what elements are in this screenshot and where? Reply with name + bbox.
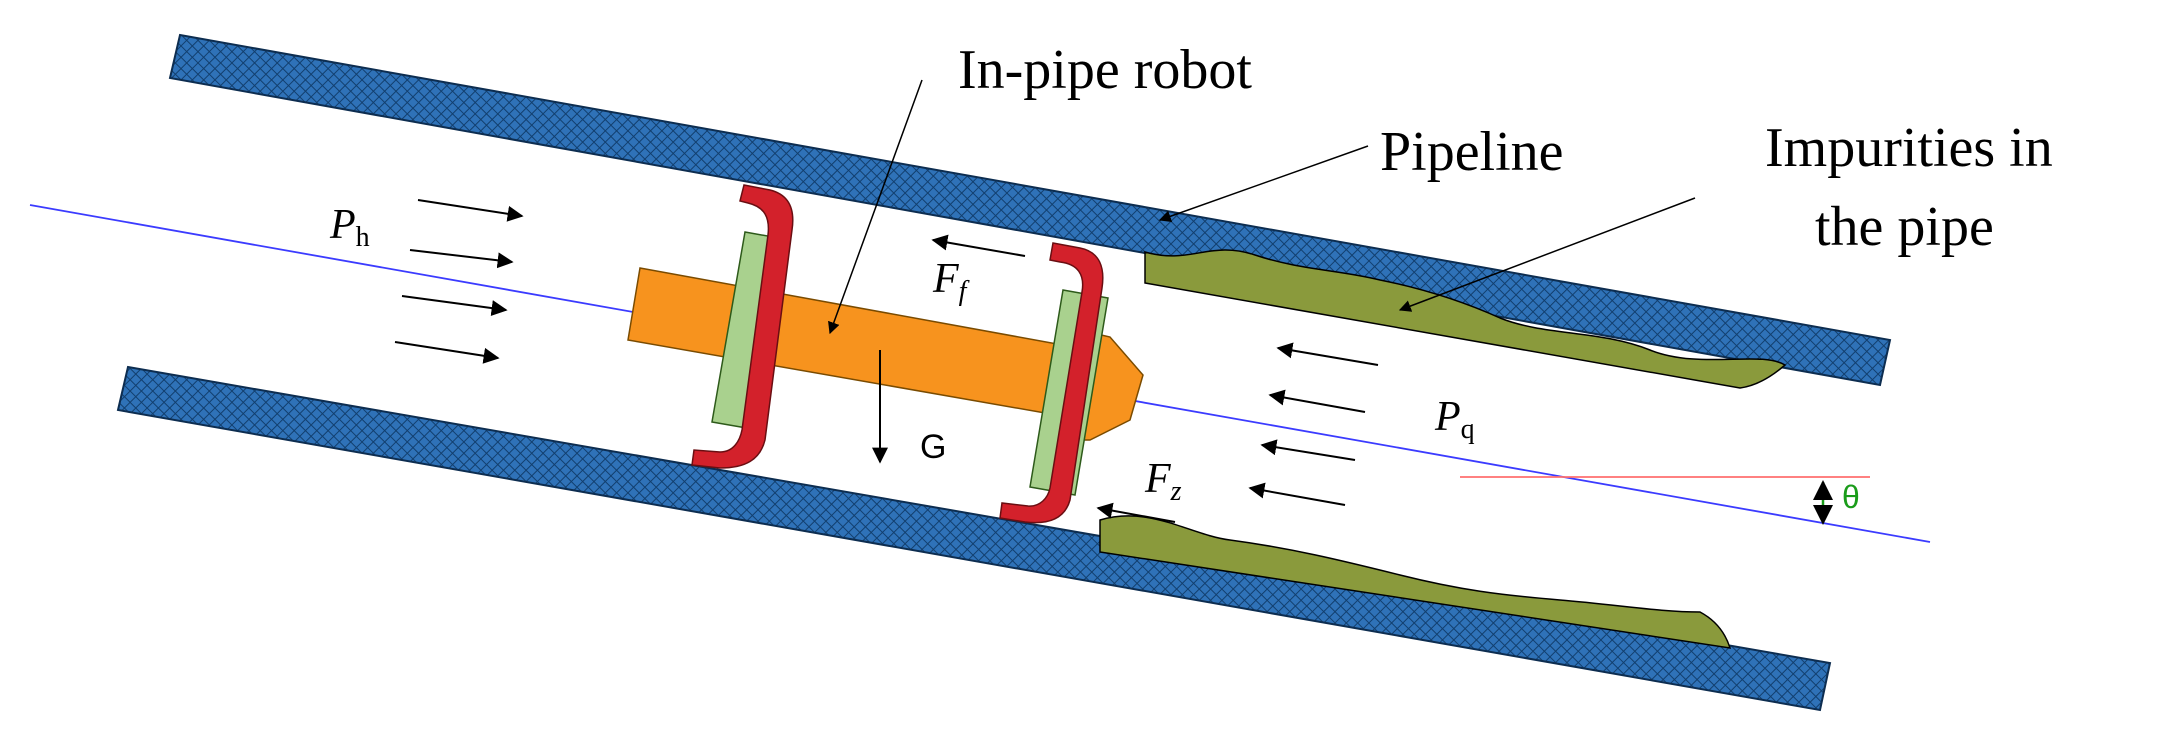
impurities-label-line1: Impurities in [1765,117,2053,179]
impurities-label-line2: the pipe [1815,196,1994,258]
seal-cup-left [691,184,794,469]
friction-force-arrow [931,234,1026,257]
resistance-force-arrow [1096,502,1176,523]
outlet-pressure-arrow [1260,439,1356,461]
impurities-top [1144,249,1787,389]
outlet-pressure-arrow [1248,482,1346,506]
inlet-pressure-arrow [394,341,500,364]
inlet-pressure-arrow [409,249,514,269]
seal-cup-right [999,242,1104,524]
pipeline-label: Pipeline [1380,121,1564,183]
impurities-bottom [1099,515,1732,649]
impurities-leader-line [1398,197,1696,312]
inlet-pressure-arrow [417,199,524,222]
gravity-symbol: G [920,428,946,466]
pipe-wall-bottom [116,365,1832,712]
robot-label: In-pipe robot [958,39,1252,101]
outlet-pressure-arrow [1268,389,1366,413]
resistance-force-symbol: Fz [1144,456,1182,507]
outlet-pressure-arrow [1276,342,1379,366]
angle-symbol: θ [1842,479,1860,515]
inlet-pressure-arrow [401,295,508,317]
robot-leader-line [828,79,923,335]
inlet-pressure-symbol: Ph [329,202,370,253]
friction-force-symbol: Ff [932,256,970,307]
pipe-wall-top [168,33,1892,387]
pipeline-leader-line [1158,145,1369,223]
robot-body [627,267,1091,421]
outlet-pressure-symbol: Pq [1434,394,1475,445]
